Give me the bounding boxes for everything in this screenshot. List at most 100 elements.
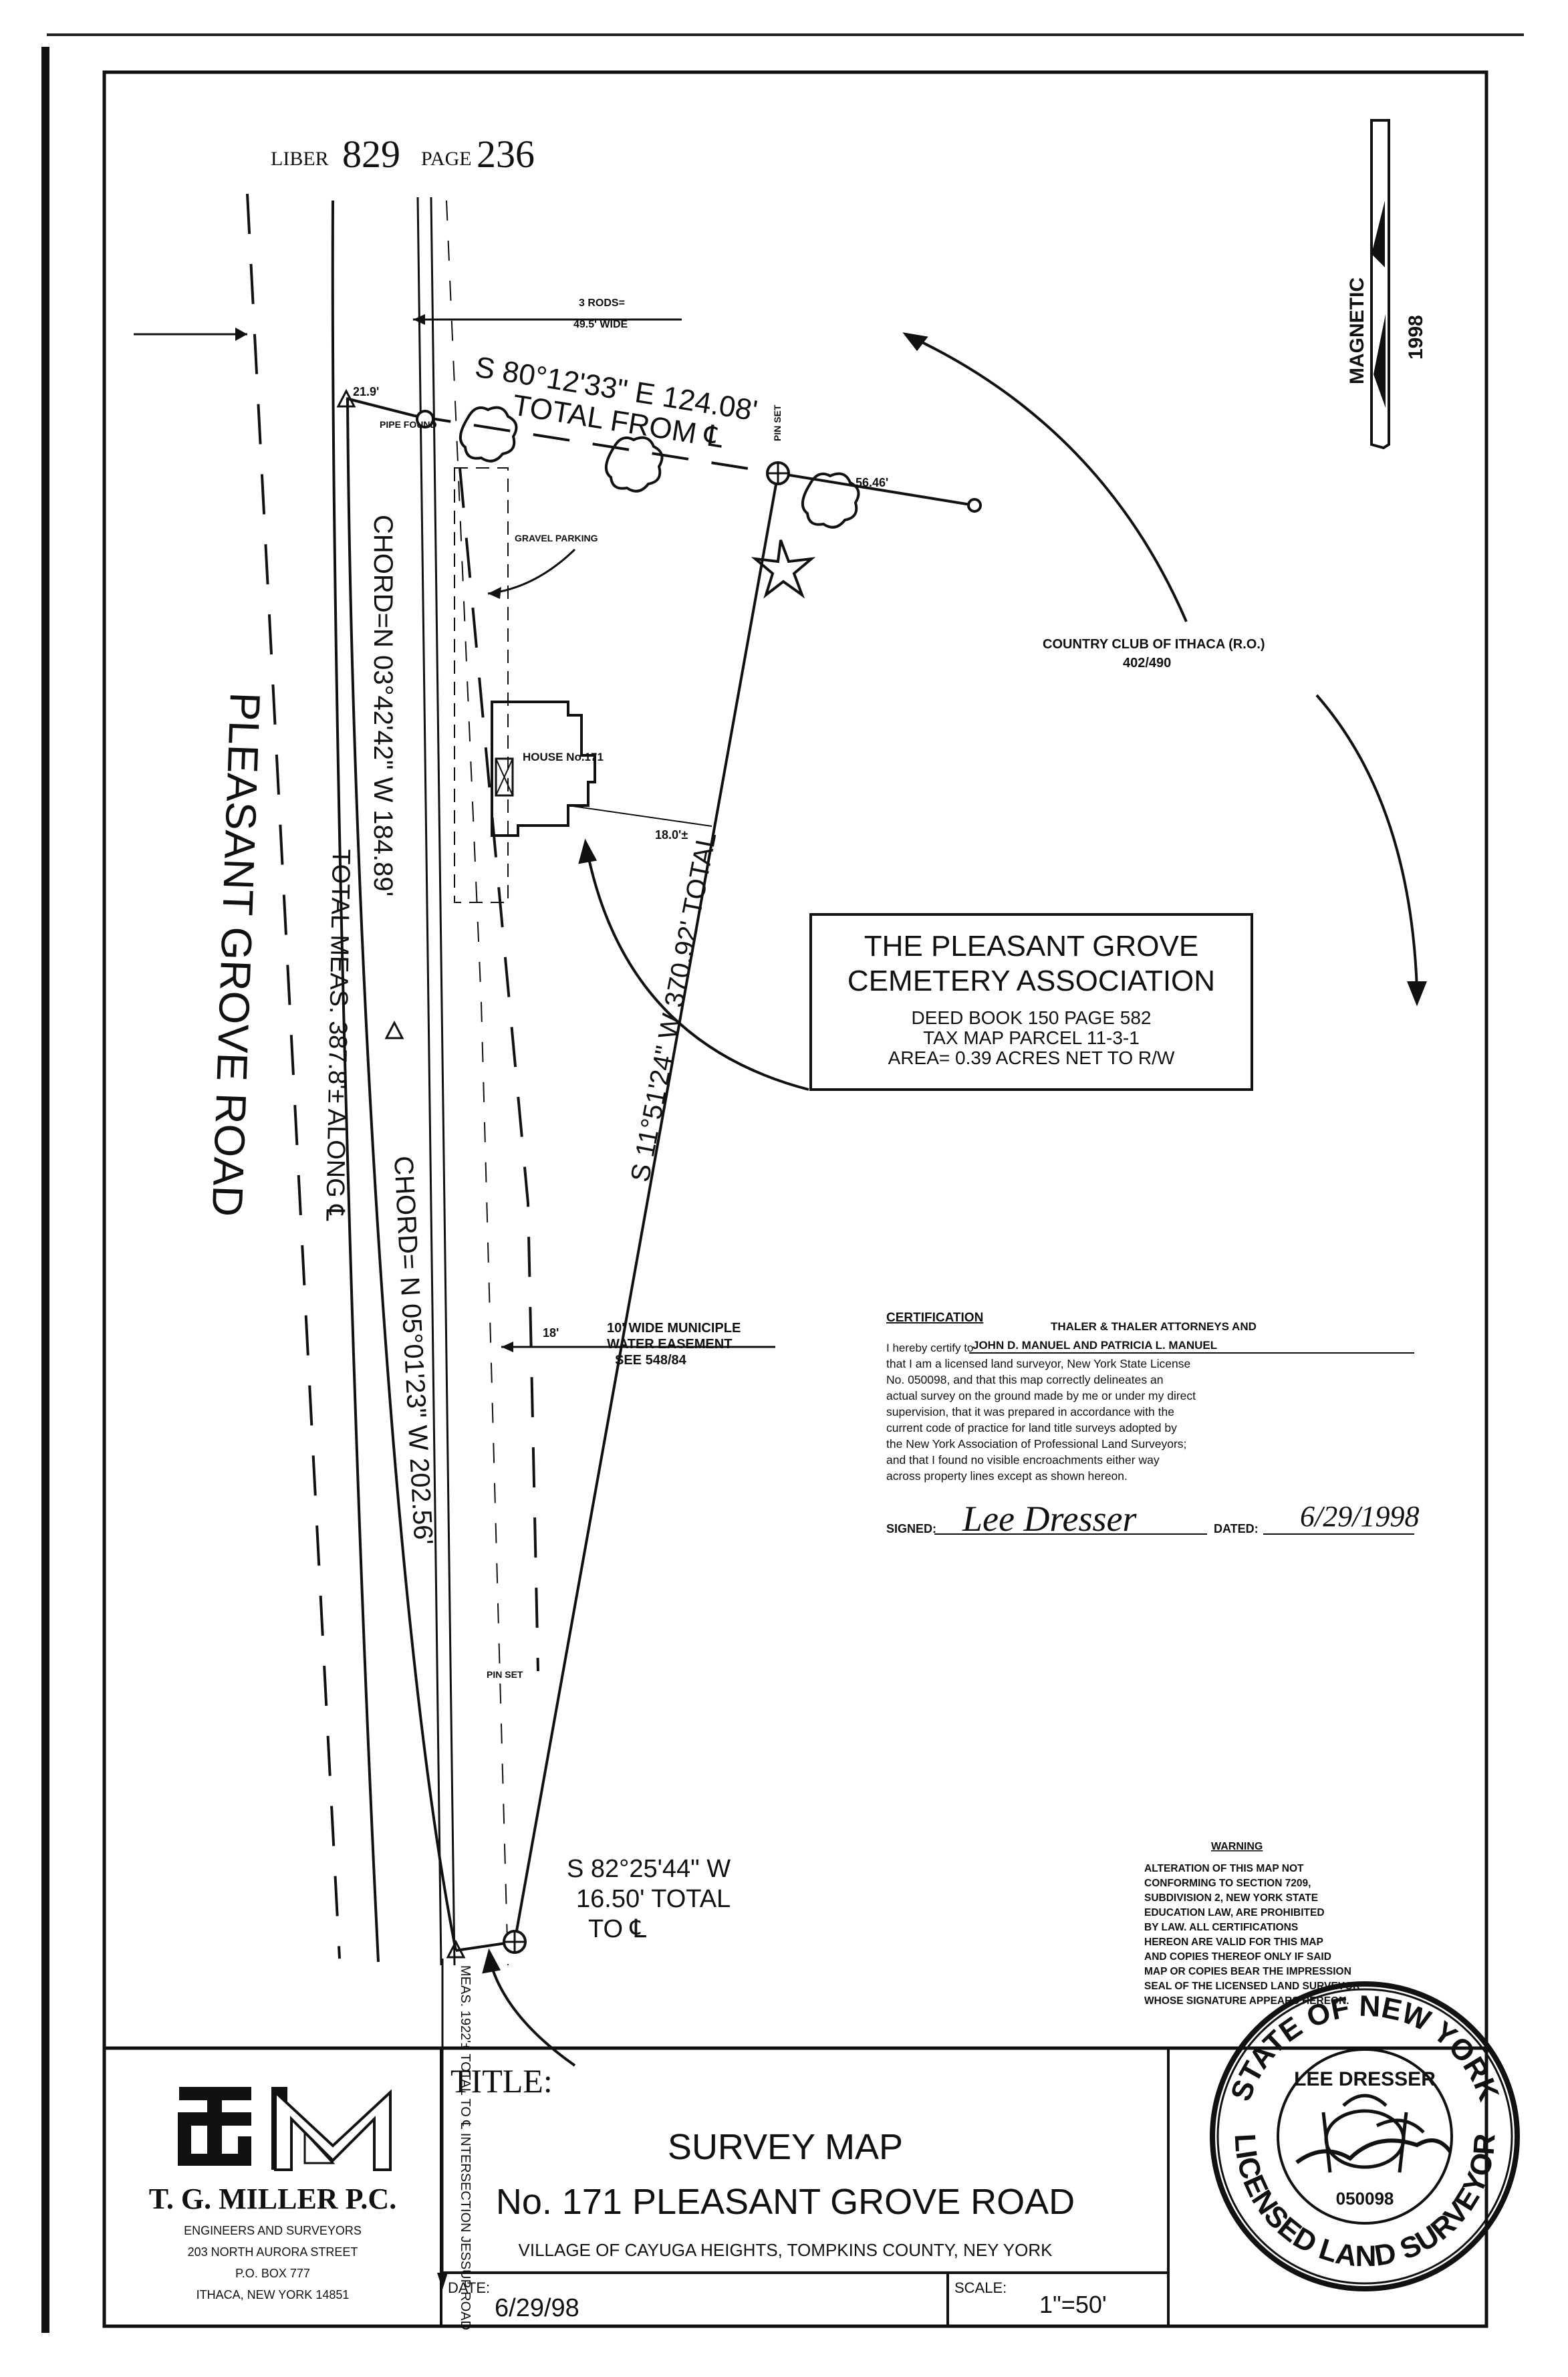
company-line-4: ITHACA, NEW YORK 14851 bbox=[197, 2288, 350, 2301]
page-number: 236 bbox=[477, 132, 535, 176]
title-block: T. G. MILLER P.C. ENGINEERS AND SURVEYOR… bbox=[104, 1981, 1520, 2326]
title-label: TITLE: bbox=[450, 2062, 553, 2100]
date-value: 6/29/98 bbox=[495, 2294, 579, 2322]
certification-line: actual survey on the ground made by me o… bbox=[886, 1389, 1196, 1402]
certification-block: CERTIFICATION THALER & THALER ATTORNEYS … bbox=[886, 1311, 1419, 1539]
row-east-edge bbox=[459, 467, 539, 1672]
house-outline bbox=[491, 701, 596, 837]
certification-heading: CERTIFICATION bbox=[886, 1311, 983, 1325]
parcel-info-box: THE PLEASANT GROVE CEMETERY ASSOCIATION … bbox=[809, 913, 1253, 1091]
warning-line: EDUCATION LAW, ARE PROHIBITED bbox=[1144, 1907, 1325, 1918]
rods-label: 3 RODS= bbox=[579, 297, 625, 309]
pin-set-bottom-label: PIN SET bbox=[487, 1669, 523, 1680]
certification-line: current code of practice for land title … bbox=[886, 1421, 1177, 1434]
date-label: DATE: bbox=[448, 2279, 490, 2296]
parcel-tax-map: TAX MAP PARCEL 11-3-1 bbox=[923, 1027, 1140, 1048]
title-location: VILLAGE OF CAYUGA HEIGHTS, TOMPKINS COUN… bbox=[519, 2240, 1053, 2260]
meas-intersection-label: MEAS. 1922'± TOTAL TO ℄ INTERSECTION JES… bbox=[458, 1965, 473, 2330]
warning-line: CONFORMING TO SECTION 7209, bbox=[1144, 1878, 1311, 1889]
north-line-extension bbox=[777, 472, 975, 507]
certification-line: the New York Association of Professional… bbox=[886, 1437, 1186, 1451]
road-lines bbox=[134, 193, 539, 2289]
pointer-arrows bbox=[482, 332, 1427, 2067]
pipe-found-marker bbox=[416, 410, 434, 428]
certification-line: supervision, that it was prepared in acc… bbox=[886, 1405, 1174, 1418]
property-boundary bbox=[336, 314, 982, 1959]
gravel-parking-label: GRAVEL PARKING bbox=[515, 533, 598, 543]
warning-line: HEREON ARE VALID FOR THIS MAP bbox=[1144, 1936, 1323, 1948]
tree-icon bbox=[801, 472, 860, 529]
annotations: 3 RODS= 49.5' WIDE 21.9' 56.46' 18.0'± 1… bbox=[353, 297, 1265, 1680]
certification-line: and that I found no visible encroachment… bbox=[886, 1453, 1160, 1467]
liber-number: 829 bbox=[342, 132, 400, 176]
parcel-area: AREA= 0.39 ACRES NET TO R/W bbox=[888, 1047, 1175, 1068]
surveyor-signature: Lee Dresser bbox=[962, 1499, 1137, 1539]
tree-icon bbox=[605, 436, 664, 493]
company-name: T. G. MILLER P.C. bbox=[149, 2182, 396, 2215]
west-chord-line bbox=[346, 399, 457, 1951]
certification-client-2: JOHN D. MANUEL AND PATRICIA L. MANUEL bbox=[972, 1339, 1217, 1352]
state-crest-icon bbox=[1321, 2094, 1425, 2173]
certification-line: across property lines except as shown he… bbox=[886, 1469, 1128, 1483]
seal-name: LEE DRESSER bbox=[1294, 2068, 1436, 2090]
road-name-label: PLEASANT GROVE ROAD bbox=[203, 692, 269, 1218]
easement-line-3: SEE 548/84 bbox=[615, 1353, 687, 1368]
signed-label: SIGNED: bbox=[886, 1522, 936, 1535]
warning-block: WARNING ALTERATION OF THIS MAP NOT CONFO… bbox=[1144, 1841, 1360, 2007]
east-bearing-label: S 11°51'24" W 370.92' TOTAL bbox=[626, 830, 723, 1184]
certification-text: that I am a licensed land surveyor, New … bbox=[886, 1357, 1196, 1483]
total-meas-label: TOTAL MEAS. 387.8'± ALONG ℄ bbox=[320, 849, 355, 1222]
star-tree-icon bbox=[751, 539, 816, 599]
tree-symbols bbox=[459, 406, 860, 599]
company-line-2: 203 NORTH AURORA STREET bbox=[188, 2245, 358, 2259]
warning-line: SEAL OF THE LICENSED LAND SURVEYOR bbox=[1144, 1981, 1360, 1992]
surveyor-seal: STATE OF NEW YORK LICENSED LAND SURVEYOR… bbox=[1210, 1981, 1520, 2291]
dist-18b-label: 18' bbox=[543, 1326, 559, 1340]
country-club-name: COUNTRY CLUB OF ITHACA (R.O.) bbox=[1043, 637, 1265, 652]
scale-label: SCALE: bbox=[954, 2279, 1007, 2296]
seal-number: 050098 bbox=[1336, 2188, 1394, 2209]
row-east-line bbox=[416, 197, 442, 1966]
title-address: No. 171 PLEASANT GROVE ROAD bbox=[496, 2182, 1075, 2222]
magnetic-label: MAGNETIC bbox=[1346, 277, 1368, 384]
pipe-found-label: PIPE FOUND bbox=[380, 419, 437, 430]
row-east-line-2 bbox=[430, 197, 456, 1966]
warning-line: BY LAW. ALL CERTIFICATIONS bbox=[1144, 1922, 1298, 1933]
warning-heading: WARNING bbox=[1211, 1841, 1263, 1852]
parcel-title-2: CEMETERY ASSOCIATION bbox=[847, 965, 1215, 997]
tree-icon bbox=[459, 406, 518, 463]
east-line bbox=[513, 473, 779, 1943]
certification-line: that I am a licensed land surveyor, New … bbox=[886, 1357, 1190, 1370]
dist-18a-label: 18.0'± bbox=[655, 828, 688, 842]
parcel-deed: DEED BOOK 150 PAGE 582 bbox=[912, 1007, 1152, 1028]
easement-line-1: 10' WIDE MUNICIPLE bbox=[607, 1321, 741, 1336]
country-club-ref: 402/490 bbox=[1123, 656, 1171, 670]
house-label: HOUSE No.171 bbox=[523, 751, 604, 763]
company-line-3: P.O. BOX 777 bbox=[235, 2267, 310, 2280]
sheet-border bbox=[102, 70, 1488, 2328]
dist-21-label: 21.9' bbox=[353, 385, 379, 398]
south-distance-label: 16.50' TOTAL bbox=[576, 1885, 731, 1913]
warning-line: MAP OR COPIES BEAR THE IMPRESSION bbox=[1144, 1966, 1351, 1977]
warning-line: AND COPIES THEREOF ONLY IF SAID bbox=[1144, 1951, 1331, 1963]
road-west-edge bbox=[246, 193, 341, 1959]
scan-left-binding bbox=[41, 47, 49, 2333]
liber-label: LIBER bbox=[271, 148, 329, 170]
magnetic-year: 1998 bbox=[1405, 315, 1427, 360]
south-total-label: TO ℄ bbox=[588, 1915, 647, 1943]
chord-north-label: CHORD=N 03°42'42" W 184.89' bbox=[368, 515, 398, 896]
warning-line: SUBDIVISION 2, NEW YORK STATE bbox=[1144, 1892, 1318, 1904]
dated-value: 6/29/1998 bbox=[1300, 1500, 1419, 1533]
rods-width-label: 49.5' WIDE bbox=[573, 319, 628, 330]
certification-line: No. 050098, and that this map correctly … bbox=[886, 1373, 1163, 1386]
parcel-title-1: THE PLEASANT GROVE bbox=[864, 930, 1198, 963]
certification-client-1: THALER & THALER ATTORNEYS AND bbox=[1051, 1320, 1257, 1333]
road-centerline bbox=[331, 200, 380, 1963]
company-line-1: ENGINEERS AND SURVEYORS bbox=[184, 2224, 362, 2237]
dated-label: DATED: bbox=[1214, 1522, 1259, 1535]
warning-line: ALTERATION OF THIS MAP NOT bbox=[1144, 1863, 1304, 1874]
easement-line-2: WATER EASEMENT bbox=[607, 1337, 732, 1352]
page-label: PAGE bbox=[421, 148, 472, 170]
north-arrow: MAGNETIC 1998 bbox=[1346, 119, 1427, 450]
